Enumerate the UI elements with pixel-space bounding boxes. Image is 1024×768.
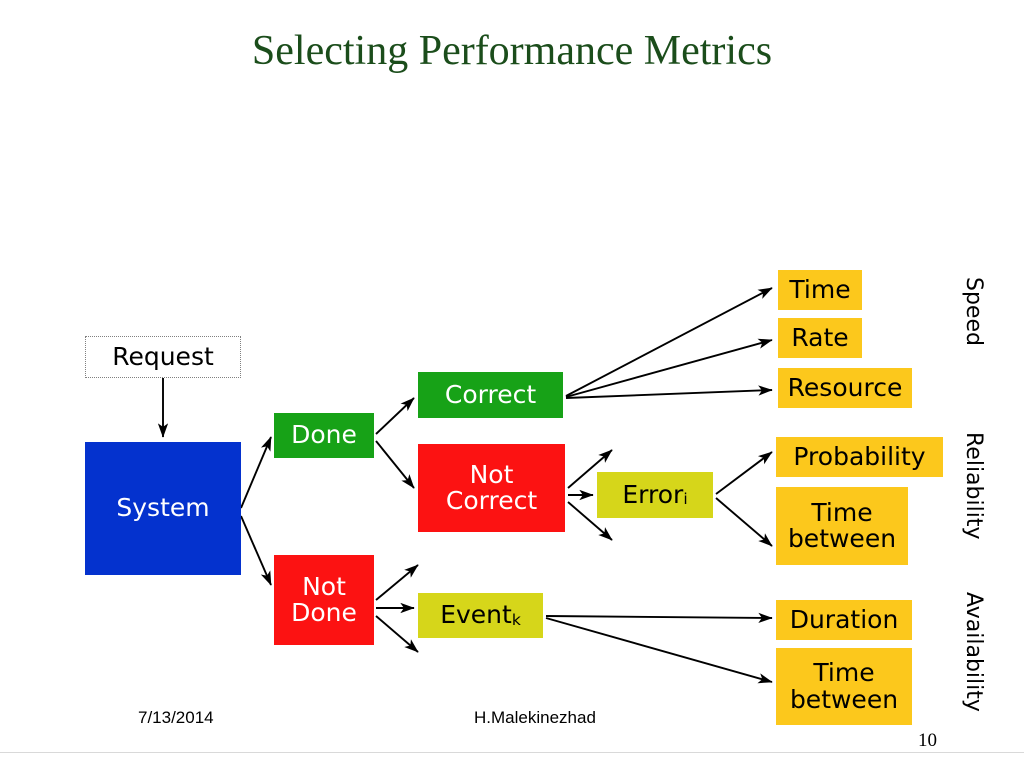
node-done[interactable]: Done [274,413,374,458]
node-not-correct[interactable]: Not Correct [418,444,565,532]
node-resource[interactable]: Resource [778,368,912,408]
node-system[interactable]: System [85,442,241,575]
page-number: 10 [918,730,937,751]
category-label-availability: Availability [961,592,986,712]
node-rate[interactable]: Rate [778,318,862,358]
node-time-speed[interactable]: Time [778,270,862,310]
node-request[interactable]: Request [85,336,241,378]
node-event-label: Event [440,600,512,630]
category-label-reliability: Reliability [961,432,986,540]
node-probability[interactable]: Probability [776,437,943,477]
category-label-speed: Speed [961,277,986,346]
node-time-between-reliability[interactable]: Time between [776,487,908,565]
node-time-between-availability[interactable]: Time between [776,648,912,725]
footer-author: H.Malekinezhad [474,708,596,727]
node-duration[interactable]: Duration [776,600,912,640]
node-error-subscript: i [683,490,688,509]
page-title: Selecting Performance Metrics [251,28,773,74]
node-error-label: Error [622,479,684,509]
node-correct[interactable]: Correct [418,372,563,418]
node-event-subscript: k [511,610,521,629]
footer-date: 7/13/2014 [138,708,214,727]
node-not-done[interactable]: Not Done [274,555,374,645]
bottom-divider [0,752,1024,753]
